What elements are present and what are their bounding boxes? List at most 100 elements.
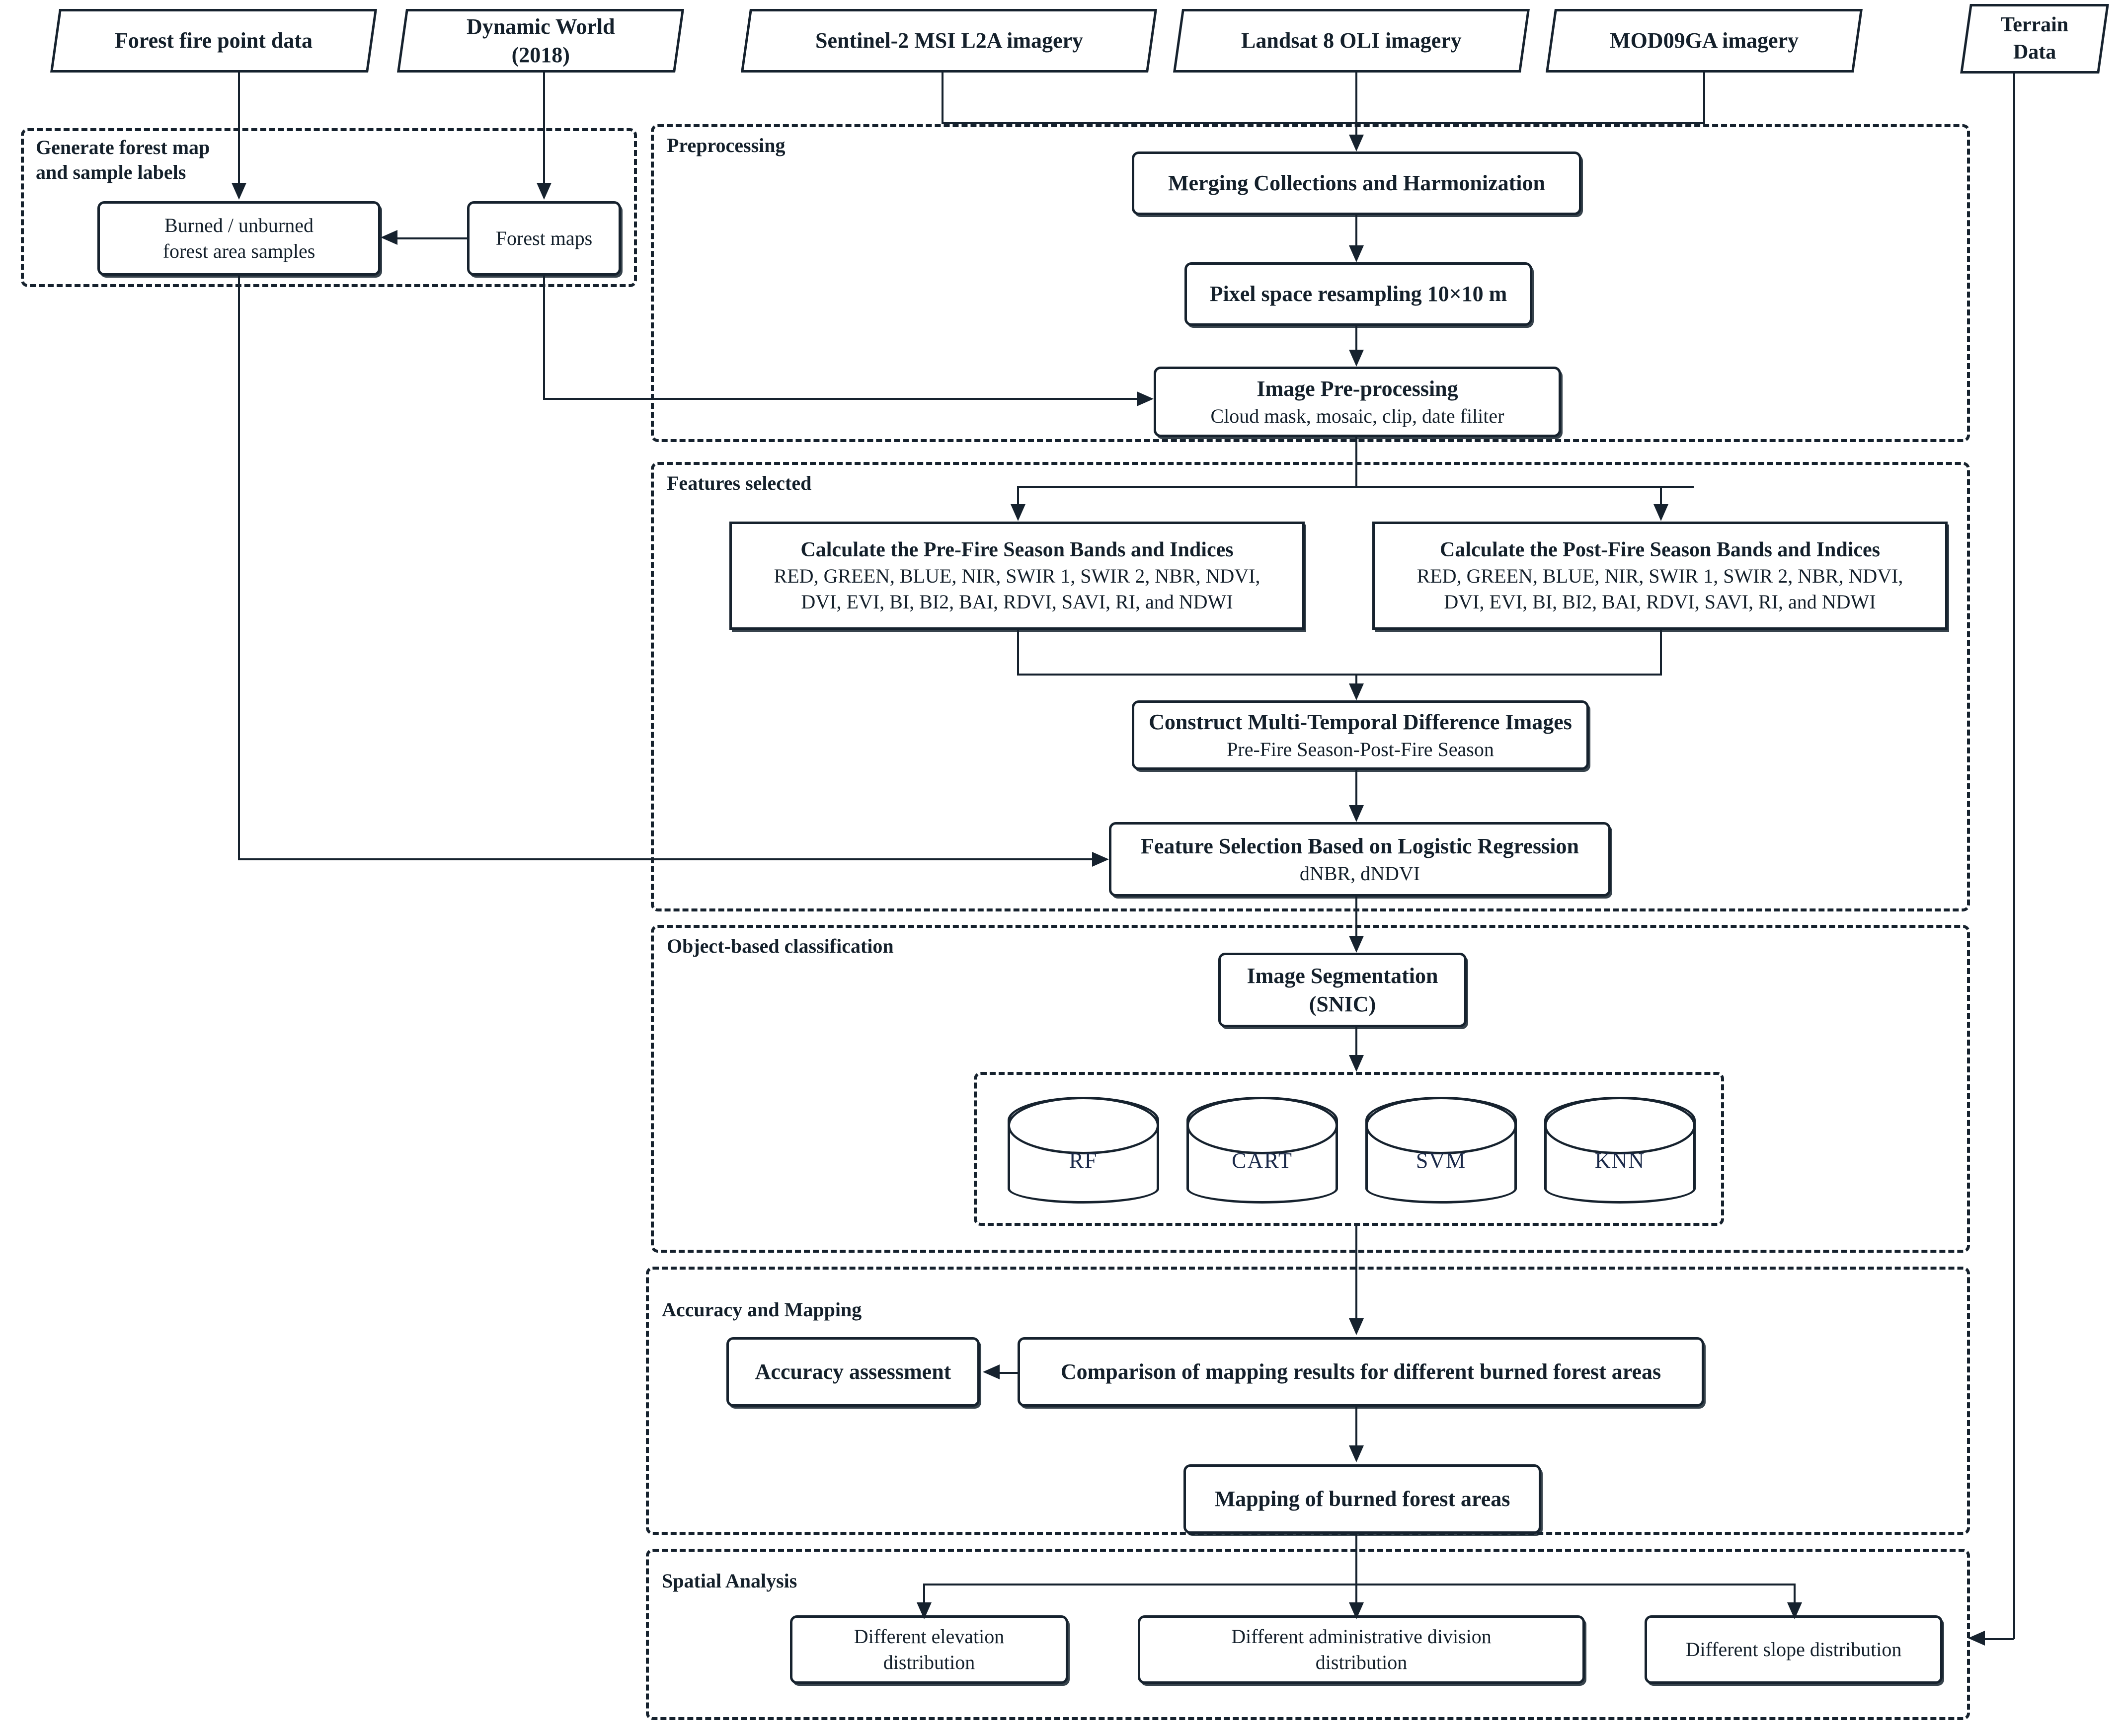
connector-comparison-to-accuracy (1000, 1372, 1020, 1374)
node-image-preprocessing[interactable]: Image Pre-processing Cloud mask, mosaic,… (1154, 367, 1561, 437)
node-line-1: Comparison of mapping results for differ… (1060, 1359, 1661, 1384)
group-label-features: Features selected (662, 471, 817, 496)
group-label-classification: Object-based classification (662, 934, 899, 959)
arrowhead-fork-to-prefire (1011, 504, 1025, 521)
arrowhead-difference-to-featsel (1349, 805, 1364, 822)
cylinder-top-ellipse (1365, 1097, 1517, 1154)
arrowhead-merging-to-resample (1349, 245, 1364, 262)
node-burned-unburned-samples[interactable]: Burned / unburned forest area samples (97, 201, 381, 276)
source-label: Dynamic World (466, 14, 615, 39)
source-terrain-data[interactable]: Terrain Data (1960, 4, 2109, 74)
connector-spatial-fork-right (1794, 1584, 1796, 1603)
arrowhead-dw-to-forestmaps (537, 183, 551, 200)
node-postfire-bands-indices[interactable]: Calculate the Post-Fire Season Bands and… (1372, 522, 1948, 630)
node-line-1: Accuracy assessment (755, 1359, 951, 1384)
connector-merge-to-difference (1355, 674, 1357, 683)
source-mod09ga[interactable]: MOD09GA imagery (1546, 9, 1863, 73)
source-forest-fire-point-data[interactable]: Forest fire point data (50, 9, 377, 73)
connector-spatial-fork-mid (1355, 1584, 1357, 1603)
node-line-2: (SNIC) (1309, 992, 1376, 1016)
connector-landsat8-down (1355, 73, 1357, 123)
group-label-preprocessing: Preprocessing (662, 133, 790, 158)
node-pixel-resampling[interactable]: Pixel space resampling 10×10 m (1184, 262, 1532, 326)
group-object-based-classification (651, 925, 1970, 1253)
node-mapping-burned-forest-areas[interactable]: Mapping of burned forest areas (1183, 1464, 1541, 1534)
arrowhead-segmentation-to-pool (1349, 1055, 1364, 1072)
connector-difference-to-featsel (1355, 770, 1357, 806)
group-label-accuracy: Accuracy and Mapping (657, 1297, 867, 1322)
connector-sentinel2-down (942, 73, 944, 123)
connector-prepost-merge (1017, 674, 1662, 676)
node-image-segmentation[interactable]: Image Segmentation (SNIC) (1218, 953, 1467, 1027)
node-line-1: Image Segmentation (1247, 963, 1438, 988)
node-line-3: DVI, EVI, BI, BI2, BAI, RDVI, SAVI, RI, … (801, 591, 1233, 613)
source-label: Terrain (2000, 13, 2069, 37)
node-prefire-bands-indices[interactable]: Calculate the Pre-Fire Season Bands and … (729, 522, 1305, 630)
node-line-1: Different slope distribution (1685, 1638, 1902, 1661)
arrowhead-bus-to-merging (1349, 135, 1364, 151)
classifier-cylinder-rf[interactable]: RF (1008, 1097, 1159, 1204)
source-sentinel2[interactable]: Sentinel-2 MSI L2A imagery (741, 9, 1157, 73)
connector-mod09ga-down (1703, 73, 1705, 123)
classifier-cylinder-cart[interactable]: CART (1186, 1097, 1338, 1204)
node-line-1: Mapping of burned forest areas (1214, 1487, 1510, 1511)
source-label: MOD09GA imagery (1609, 28, 1799, 53)
node-multi-temporal-difference[interactable]: Construct Multi-Temporal Difference Imag… (1132, 700, 1589, 770)
source-landsat8[interactable]: Landsat 8 OLI imagery (1173, 9, 1530, 73)
source-label: Forest fire point data (115, 28, 313, 53)
node-line-1: Different elevation (854, 1625, 1005, 1648)
node-line-1: Burned / unburned (164, 214, 314, 236)
node-line-1: Feature Selection Based on Logistic Regr… (1141, 834, 1579, 859)
arrowhead-featsel-to-segmentation (1349, 936, 1364, 953)
node-line-2: distribution (883, 1651, 975, 1673)
classifier-label: SVM (1416, 1148, 1467, 1173)
connector-segmentation-to-pool (1355, 1027, 1357, 1056)
connector-forestmaps-right (543, 398, 1137, 400)
arrowhead-fork-to-slope (1787, 1602, 1802, 1619)
cylinder-top-ellipse (1544, 1097, 1696, 1154)
group-features-selected (651, 462, 1970, 911)
classifier-cylinder-svm[interactable]: SVM (1365, 1097, 1517, 1204)
node-accuracy-assessment[interactable]: Accuracy assessment (726, 1337, 980, 1407)
connector-fork-right (1660, 486, 1662, 505)
node-feature-selection-logistic-regression[interactable]: Feature Selection Based on Logistic Regr… (1109, 822, 1611, 897)
node-line-1: Merging Collections and Harmonization (1168, 171, 1545, 196)
node-merging-collections[interactable]: Merging Collections and Harmonization (1132, 151, 1581, 215)
connector-pool-to-comparison (1355, 1226, 1357, 1319)
node-different-elevation-distribution[interactable]: Different elevation distribution (790, 1615, 1068, 1684)
arrowhead-fork-to-elevation (917, 1602, 932, 1619)
group-label-spatial: Spatial Analysis (657, 1569, 802, 1593)
node-different-slope-distribution[interactable]: Different slope distribution (1645, 1615, 1943, 1684)
cylinder-top-ellipse (1186, 1097, 1338, 1154)
node-line-2: RED, GREEN, BLUE, NIR, SWIR 1, SWIR 2, N… (1416, 565, 1903, 588)
classifier-cylinder-knn[interactable]: KNN (1544, 1097, 1696, 1204)
connector-fire-to-samples (238, 73, 240, 183)
arrowhead-merge-to-difference (1349, 683, 1364, 700)
connector-resample-to-preproc (1355, 326, 1357, 350)
arrowhead-forestmaps-to-preproc (1137, 391, 1154, 406)
connector-comparison-to-mapping (1355, 1407, 1357, 1445)
source-dynamic-world[interactable]: Dynamic World (2018) (397, 9, 684, 73)
classifier-label: KNN (1594, 1148, 1646, 1173)
node-line-1: Calculate the Post-Fire Season Bands and… (1440, 538, 1880, 561)
node-line-1: Construct Multi-Temporal Difference Imag… (1149, 710, 1572, 735)
group-generate-forest-map (21, 128, 637, 287)
arrowhead-fork-to-admin (1349, 1602, 1364, 1619)
connector-dw-to-forestmaps (543, 73, 545, 183)
connector-terrain-into-spatial (1985, 1638, 2014, 1640)
arrowhead-forestmaps-to-samples (381, 230, 397, 245)
connector-forestmaps-to-samples (397, 237, 468, 239)
classifier-label: RF (1069, 1148, 1098, 1173)
node-different-administrative-division-distribution[interactable]: Different administrative division distri… (1138, 1615, 1585, 1684)
connector-fork-left (1017, 486, 1019, 505)
connector-imagery-bus (942, 122, 1705, 124)
node-forest-maps[interactable]: Forest maps (467, 201, 621, 276)
node-line-2: dNBR, dNDVI (1299, 862, 1420, 885)
connector-postfire-down (1660, 630, 1662, 675)
connector-terrain-down (2013, 74, 2015, 1639)
node-line-2: forest area samples (162, 240, 315, 262)
node-comparison-mapping-results[interactable]: Comparison of mapping results for differ… (1018, 1337, 1704, 1407)
arrowhead-fork-to-postfire (1653, 504, 1668, 521)
source-label: Landsat 8 OLI imagery (1241, 28, 1462, 53)
connector-forestmaps-down (543, 276, 545, 399)
